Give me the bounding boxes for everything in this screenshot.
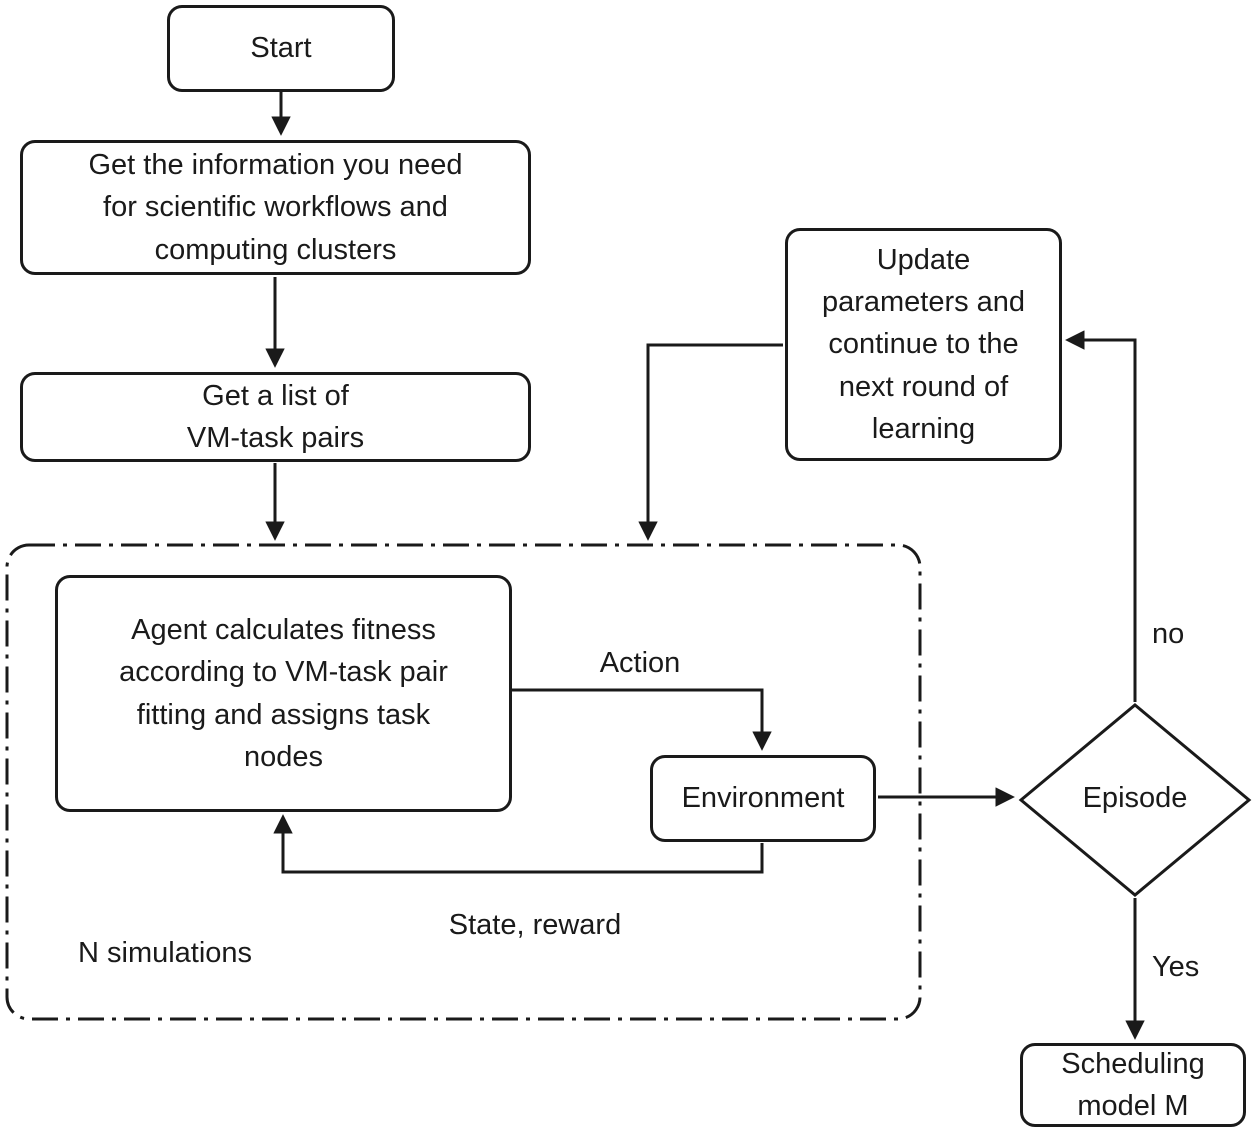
yes-branch-label: Yes [1152, 951, 1200, 983]
simulation-loop-container [5, 543, 922, 1021]
state-reward-edge-label: State, reward [448, 909, 622, 941]
n-simulations-label: N simulations [78, 937, 253, 969]
episode-decision-label: Episode [1082, 782, 1188, 814]
node-update-parameters: Update parameters and continue to the ne… [785, 228, 1062, 461]
edge-environment-to-agent-state-reward [273, 814, 764, 874]
action-edge-label: Action [599, 647, 681, 679]
node-scheduling-model: Scheduling model M [1020, 1043, 1246, 1127]
node-environment: Environment [650, 755, 876, 842]
no-branch-label: no [1152, 618, 1185, 650]
node-agent: Agent calculates fitness according to VM… [55, 575, 512, 812]
node-get-information: Get the information you need for scienti… [20, 140, 531, 275]
episode-decision-diamond [1018, 703, 1252, 897]
node-vm-task-list: Get a list of VM-task pairs [20, 372, 531, 462]
edge-episode-no-to-update [1065, 330, 1137, 702]
edge-agent-to-environment-action [512, 688, 772, 751]
edge-update-to-container [638, 343, 783, 541]
node-start: Start [167, 5, 395, 92]
